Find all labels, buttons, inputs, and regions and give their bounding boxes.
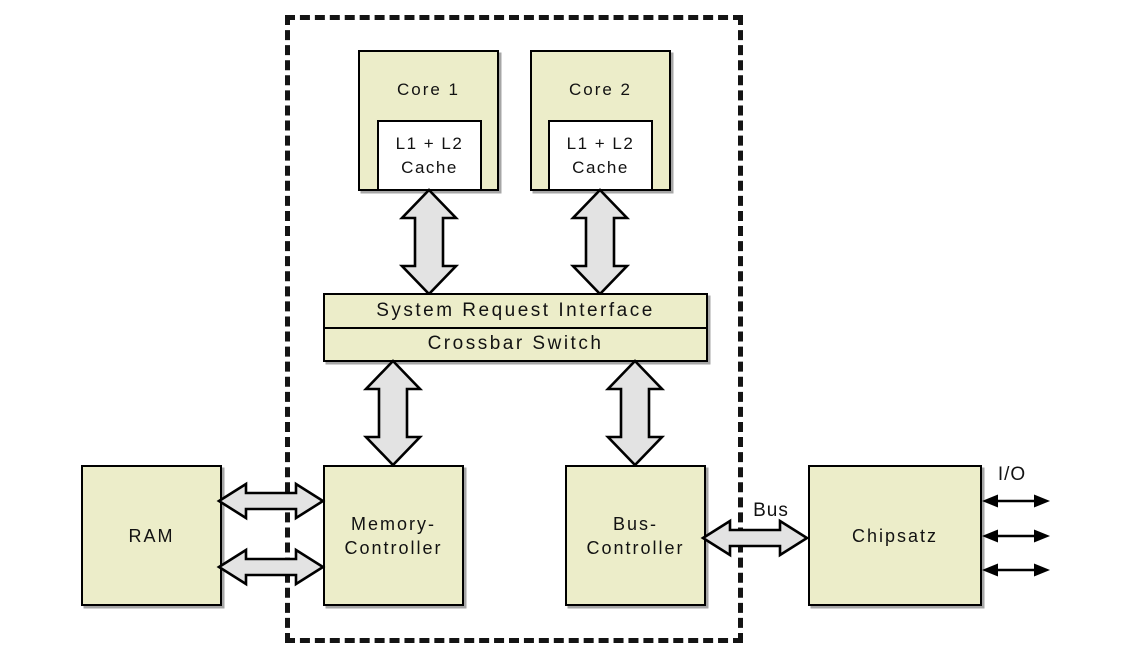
io-arrow-right-head: [1034, 494, 1050, 508]
chipset-io-arrow-2-icon: [982, 529, 1050, 543]
ram-memorycontroller-double-arrow-bottom-icon: [216, 547, 326, 587]
chipset-box: Chipsatz: [808, 465, 982, 606]
core1-cache-line2: Cache: [401, 157, 458, 177]
core2-cache-box: L1 + L2 Cache: [548, 120, 653, 191]
core2-cache-line1: L1 + L2: [566, 133, 635, 153]
double-arrow-shape: [398, 188, 460, 296]
io-arrow-left-head: [982, 563, 998, 577]
chipset-label: Chipsatz: [851, 525, 939, 546]
core1-sri-double-arrow-icon: [398, 188, 460, 296]
core1-cache-box: L1 + L2 Cache: [377, 120, 482, 191]
bus-controller-box: Bus- Controller: [565, 465, 706, 606]
memory-controller-box: Memory- Controller: [323, 465, 464, 606]
cpu-die-boundary: [285, 15, 743, 643]
io-label: I/O: [997, 464, 1027, 485]
chipset-io-arrow-3-icon: [982, 563, 1050, 577]
double-arrow-shape: [569, 188, 631, 296]
crossbar-switch-label: Crossbar Switch: [427, 333, 604, 355]
memory-controller-label-line2: Controller: [344, 537, 443, 558]
io-arrow-left-head: [982, 529, 998, 543]
ram-memorycontroller-double-arrow-top-icon: [216, 481, 326, 521]
double-arrow-shape: [216, 547, 326, 587]
double-arrow-shape: [700, 518, 810, 558]
crossbar-switch-bar: Crossbar Switch: [325, 329, 706, 361]
crossbar-buscontroller-double-arrow-icon: [604, 359, 666, 467]
io-arrow-right-head: [1034, 529, 1050, 543]
memory-controller-label-line1: Memory-: [351, 513, 436, 534]
io-arrow-right-head: [1034, 563, 1050, 577]
core2-cache-line2: Cache: [572, 157, 629, 177]
double-arrow-shape: [216, 481, 326, 521]
core2-label: Core 2: [568, 80, 633, 99]
core1-label: Core 1: [396, 80, 461, 99]
buscontroller-chipset-double-arrow-icon: [700, 518, 810, 558]
crossbar-memorycontroller-double-arrow-icon: [362, 359, 424, 467]
system-request-interface-bar: System Request Interface: [325, 295, 706, 329]
core2-sri-double-arrow-icon: [569, 188, 631, 296]
ram-label: RAM: [128, 525, 175, 546]
bus-controller-label-line2: Controller: [586, 537, 685, 558]
core1-cache-line1: L1 + L2: [395, 133, 464, 153]
double-arrow-shape: [604, 359, 666, 467]
chipset-io-arrow-1-icon: [982, 494, 1050, 508]
ram-box: RAM: [81, 465, 222, 606]
double-arrow-shape: [362, 359, 424, 467]
bus-controller-label-line1: Bus-: [612, 513, 658, 534]
io-arrow-left-head: [982, 494, 998, 508]
bus-label: Bus: [753, 500, 789, 521]
sri-crossbar-block: System Request Interface Crossbar Switch: [323, 293, 708, 362]
system-request-interface-label: System Request Interface: [376, 299, 655, 321]
